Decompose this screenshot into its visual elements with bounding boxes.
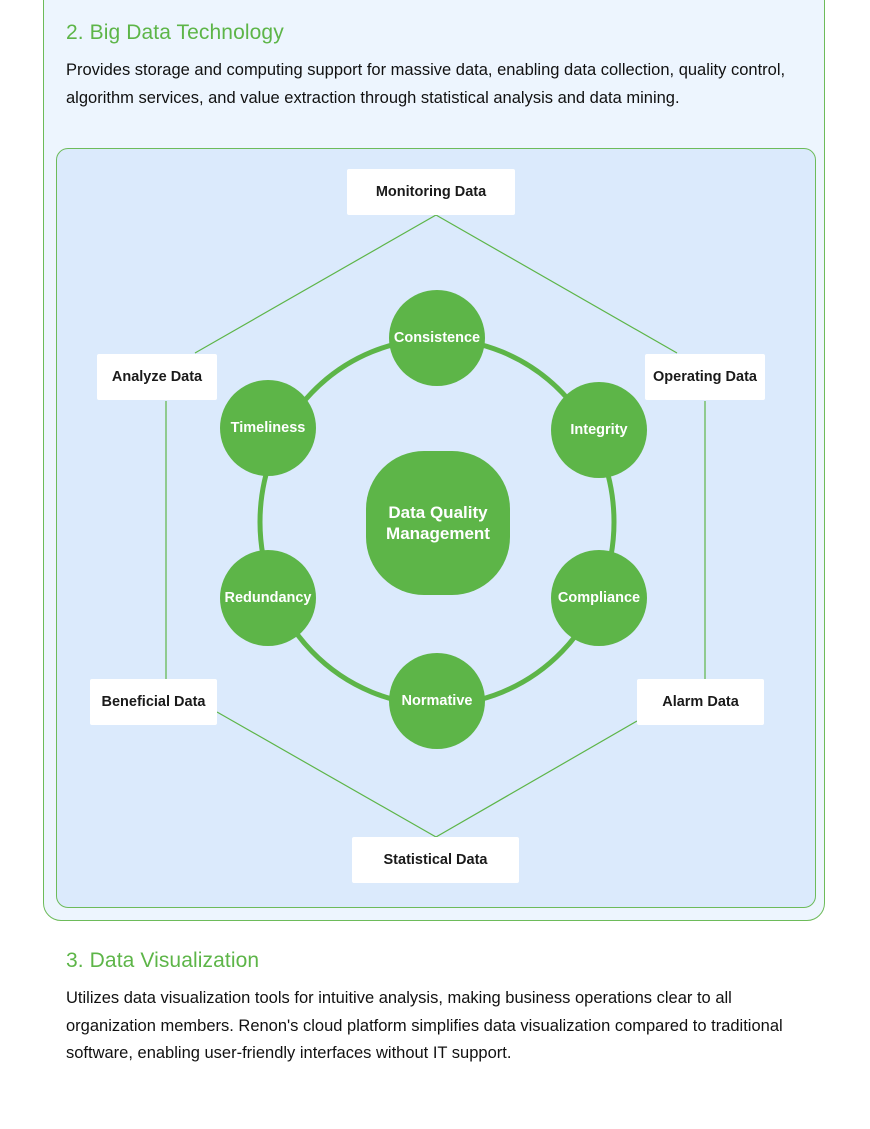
alarm-data-box: Alarm Data [637,679,764,725]
center-label-line-2: Management [386,524,490,543]
operating-data-box: Operating Data [645,354,765,400]
line-analyze-monitoring [194,214,437,354]
section-2-title: 2. Big Data Technology [66,21,284,44]
integrity-node: Integrity [551,382,647,478]
center-label-line-1: Data Quality [388,503,488,522]
statistical-data-box: Statistical Data [352,837,519,883]
section-3-title: 3. Data Visualization [66,949,260,972]
redundancy-node: Redundancy [220,550,316,646]
consistence-node: Consistence [389,290,485,386]
analyze-data-box: Analyze Data [97,354,217,400]
data-quality-management-center: Data Quality Management [366,451,510,595]
timeliness-node: Timeliness [220,380,316,476]
section-3-text: Utilizes data visualization tools for in… [66,989,783,1062]
beneficial-data-box: Beneficial Data [90,679,217,725]
compliance-node: Compliance [551,550,647,646]
line-monitoring-operating [435,214,678,354]
line-statistical-beneficial [216,711,437,838]
data-quality-diagram: Monitoring Data Operating Data Alarm Dat… [56,148,816,908]
monitoring-data-box: Monitoring Data [347,169,515,215]
normative-node: Normative [389,653,485,749]
line-alarm-statistical [435,720,638,838]
section-2-text: Provides storage and computing support f… [66,61,786,107]
